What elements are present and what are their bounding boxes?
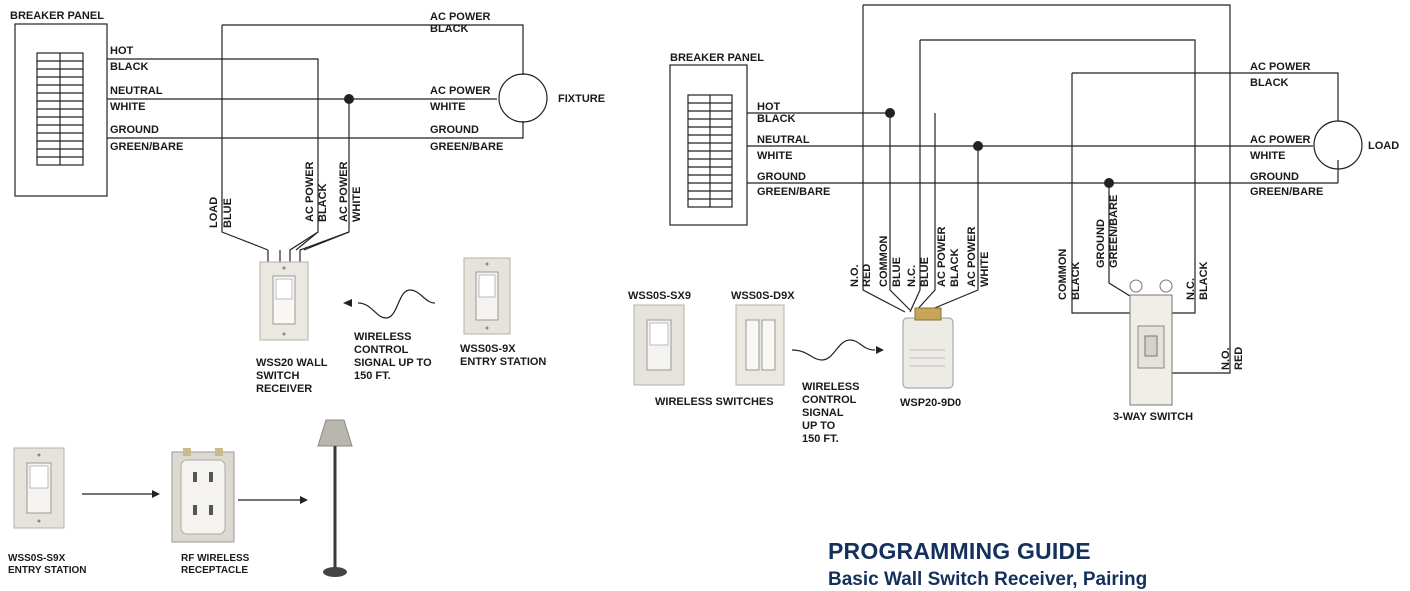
black-top-label-right: BLACK [1250,77,1289,89]
wss0s-d9x-plate [735,304,785,386]
acpower-mid-label: AC POWER [430,85,491,97]
wireless-signal-label-left: WIRELESS CONTROL SIGNAL UP TO 150 FT. [354,331,432,382]
v-blue2-label: BLUE [919,257,931,287]
wss20-receiver-plate [259,261,309,341]
green-bare-label: GREEN/BARE [110,141,184,153]
v-blue-label: BLUE [891,257,903,287]
v-acpower1-label: AC POWER [936,226,948,288]
black-label-right: BLACK [757,113,796,125]
acpower-top-label: AC POWER [430,11,491,23]
v-black-label: BLACK [949,248,961,288]
breaker-rows-left [37,60,83,158]
breaker-panel-label-left: BREAKER PANEL [10,10,104,22]
acpower-black-right [1072,72,1339,121]
load-circle [1313,120,1363,170]
ground-label: GROUND [110,124,159,136]
v-red2-label: RED [1233,346,1245,370]
breaker-rows-right [688,102,732,200]
green-bare-right-label: GREEN/BARE [430,141,504,153]
receiver-label-right: WSP20-9D0 [900,397,962,409]
v-nc2-label: N.C. [1185,278,1197,300]
entry-station-label-bottom: WSS0S-S9X ENTRY STATION [8,553,87,576]
hot-label: HOT [110,45,134,57]
rf-wireless-receptacle [171,448,235,543]
v-nc-label: N.C. [906,265,918,287]
v-no-label: N.O. [849,264,861,287]
acpower-black-left [222,24,524,75]
hot-wire-right [747,112,911,311]
fixture-label: FIXTURE [558,93,606,105]
white-mid-label: WHITE [430,101,466,113]
wireless-wave-right [791,339,876,361]
wire-acpower2-label: AC POWER [338,161,350,223]
wss0s-s9x-entry-plate [13,447,65,529]
programming-guide-subtitle: Basic Wall Switch Receiver, Pairing [828,569,1148,590]
v-white-label: WHITE [979,251,991,287]
wss0s-9x-entry-plate [463,257,511,335]
load-blue-wire [221,25,269,251]
wire-load-label: LOAD [208,196,220,228]
hot-label-right: HOT [757,101,781,113]
wire-white-label: WHITE [351,186,363,222]
wireless-signal-label-right: WIRELESS CONTROL SIGNAL UP TO 150 FT. [802,381,860,445]
neutral-label-right: NEUTRAL [757,134,810,146]
programming-guide-title: PROGRAMMING GUIDE [828,538,1091,564]
receptacle-label: RF WIRELESS RECEPTACLE [181,553,250,576]
wireless-switches-label: WIRELESS SWITCHES [655,396,774,408]
black-label: BLACK [110,61,149,73]
acpower-mid-label-right: AC POWER [1250,134,1311,146]
breaker-panel-label-right: BREAKER PANEL [670,52,764,64]
green-bare-label-right: GREEN/BARE [757,186,831,198]
junction-dots [344,94,1114,188]
v-ground-label: GROUND [1095,219,1107,268]
breaker-panel-right [669,64,748,226]
wire-acpower1-label: AC POWER [304,161,316,223]
v-green-label: GREEN/BARE [1108,194,1120,268]
wss0s-sx9-plate [633,304,685,386]
three-way-switch-label: 3-WAY SWITCH [1113,411,1194,423]
fixture-circle [498,73,548,123]
black-top-label: BLACK [430,23,469,35]
ground-label-right: GROUND [757,171,806,183]
ground-right-label-right: GROUND [1250,171,1299,183]
common-blue-wire [920,39,1196,314]
three-way-switch [1129,279,1173,406]
acpower-top-label-right: AC POWER [1250,61,1311,73]
white-label-right: WHITE [757,150,793,162]
v-red-label: RED [861,263,873,287]
wsp20-receiver-device [902,307,954,389]
hot-wire-left [107,58,319,251]
white-mid-label-right: WHITE [1250,150,1286,162]
breaker-panel-left [14,23,108,197]
v-black2-label: BLACK [1070,261,1082,301]
switch1-label: WSS0S-SX9 [628,290,691,302]
green-bare-right-label-right: GREEN/BARE [1250,186,1324,198]
v-no2-label: N.O. [1220,347,1232,370]
v-black3-label: BLACK [1198,261,1210,301]
wire-blue-label: BLUE [222,198,234,228]
load-label: LOAD [1368,140,1400,152]
wireless-wave-left [357,289,436,319]
neutral-label: NEUTRAL [110,85,163,97]
v-common2-label: COMMON [1057,248,1069,300]
no-red-wire-right [863,4,1231,374]
white-label: WHITE [110,101,146,113]
ground-wire-left [107,121,524,139]
ground-right-label: GROUND [430,124,479,136]
receiver-label: WSS20 WALL SWITCH RECEIVER [256,357,328,395]
entry-station-label-left: WSS0S-9X ENTRY STATION [460,343,547,368]
v-common-label: COMMON [878,235,890,287]
switch2-label: WSS0S-D9X [731,290,795,302]
v-acpower2-label: AC POWER [966,226,978,288]
floor-lamp [317,419,353,577]
wire-black-label: BLACK [317,183,329,223]
